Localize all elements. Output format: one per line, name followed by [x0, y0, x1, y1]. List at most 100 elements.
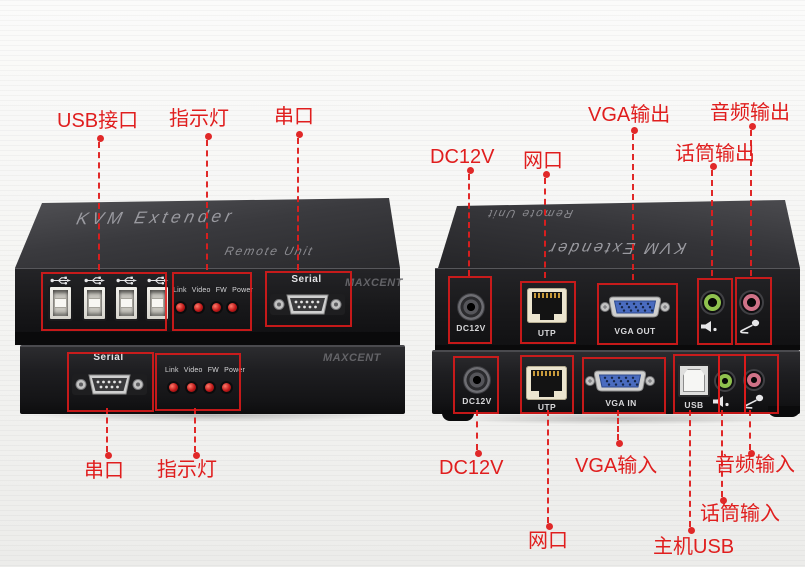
rj45-notch	[539, 390, 554, 397]
utp-port-label: UTP	[537, 402, 557, 412]
usb-port-tongue	[54, 298, 67, 308]
pointer-dot	[104, 452, 112, 459]
pointer-dot	[687, 527, 695, 534]
remote-unit-rear-view: Remote Unit KVM Extender DC12V UTP VGA O…	[435, 198, 800, 350]
pointer-dot	[542, 171, 550, 178]
label-lan-bottom: 网口	[528, 530, 568, 552]
vga-connector	[600, 293, 670, 326]
leader-audio-out	[748, 123, 756, 276]
pointer-dot	[709, 163, 717, 170]
leader-usb-ports	[96, 135, 104, 270]
pointer-dot	[295, 131, 303, 138]
leader-dc12v-bottom	[474, 410, 482, 457]
label-host-usb: 主机USB	[653, 536, 735, 558]
vga-out-port-label: VGA OUT	[614, 326, 656, 336]
rj45-port	[526, 366, 567, 400]
label-lan-top: 网口	[523, 150, 563, 172]
usb-port	[145, 285, 170, 321]
device-foot	[768, 406, 800, 417]
brand-logo: MAXCENT	[323, 352, 381, 364]
pointer-dot	[748, 123, 756, 130]
leader-indicators-top	[204, 133, 212, 270]
rj45-pins	[534, 293, 560, 298]
led-fw	[212, 303, 221, 312]
usb-port-tongue	[151, 298, 164, 308]
annotation-box-leds	[172, 272, 252, 331]
serial-db9-connector	[270, 287, 345, 326]
local-unit-rear-view: DC12V UTP VGA IN USB	[432, 350, 800, 421]
leader-serial-bottom	[104, 408, 112, 459]
annotation-box-serial	[265, 271, 352, 327]
device-top-panel: Remote Unit KVM Extender	[438, 200, 800, 268]
usb-port	[48, 285, 73, 321]
led-labels: Link Video FW Power	[165, 367, 245, 374]
usb-b-opening	[683, 369, 705, 392]
label-audio-out: 音频输出	[710, 102, 790, 124]
pointer-dot	[474, 450, 482, 457]
vga-connector	[585, 367, 655, 400]
microphone-icon	[737, 319, 761, 339]
led-fw	[205, 383, 214, 392]
pointer-dot	[204, 133, 212, 140]
leader-mic-out	[709, 163, 717, 276]
usb-icon	[84, 272, 106, 285]
utp-port-label: UTP	[537, 328, 557, 338]
serial-db9-connector	[72, 367, 147, 406]
microphone-jack-hole	[751, 377, 757, 383]
leader-lan-bottom	[545, 410, 553, 530]
microphone-jack	[745, 371, 763, 389]
usb-b-port	[678, 364, 710, 397]
label-audio-in: 音频输入	[715, 454, 795, 476]
usb-port-tongue	[120, 298, 133, 308]
annotation-box-dc	[453, 356, 499, 414]
label-serial-top: 串口	[274, 106, 314, 128]
label-indicators-bottom: 指示灯	[157, 459, 217, 481]
annotation-box-mic	[744, 354, 779, 414]
speaker-icon	[700, 320, 722, 338]
pointer-dot	[747, 450, 755, 457]
annotation-box-vga	[597, 283, 678, 345]
dc-port-label: DC12V	[456, 323, 486, 333]
dc-power-jack	[464, 367, 490, 393]
rj45-notch	[540, 313, 554, 320]
led-power	[228, 303, 237, 312]
annotation-box-usb	[41, 272, 167, 331]
annotation-box-dc	[448, 276, 492, 344]
speaker-jack-hole	[722, 378, 728, 384]
microphone-jack	[741, 292, 762, 313]
device-bottom-edge	[15, 332, 400, 345]
speaker-jack	[716, 372, 734, 390]
usb-port	[82, 285, 107, 321]
label-indicators-top: 指示灯	[169, 108, 229, 130]
led-power	[222, 383, 231, 392]
dc-power-jack	[458, 294, 484, 320]
device-unit-text-rotated: Remote Unit	[485, 207, 575, 219]
leader-indicators-bottom	[192, 408, 200, 459]
leader-mic-in	[719, 410, 727, 504]
annotation-box-vga	[582, 357, 666, 414]
annotation-box-speaker	[697, 278, 733, 345]
usb-port-label: USB	[684, 400, 704, 410]
pointer-dot	[192, 452, 200, 459]
label-dc12v-bottom: DC12V	[439, 457, 504, 479]
local-unit-front-view: Serial Link Video FW Power MAXCENT	[20, 345, 405, 414]
usb-icon	[116, 272, 138, 285]
annotation-box-usb	[673, 354, 720, 414]
device-foot	[442, 410, 474, 421]
speaker-jack	[702, 292, 723, 313]
leader-host-usb	[687, 410, 695, 534]
pointer-dot	[545, 523, 553, 530]
device-model-text-rotated: KVM Extender	[544, 239, 689, 256]
label-serial-bottom: 串口	[84, 460, 124, 482]
leader-vga-out	[630, 127, 638, 280]
device-shadow	[30, 409, 390, 422]
usb-port-tongue	[88, 298, 101, 308]
label-dc12v-top: DC12V	[430, 146, 495, 168]
label-vga-in: VGA输入	[575, 455, 658, 477]
label-mic-out: 话筒输出	[675, 143, 755, 165]
usb-icon	[50, 272, 72, 285]
annotation-box-mic	[735, 277, 772, 345]
annotation-box-speaker	[718, 354, 746, 414]
rj45-port	[527, 288, 567, 323]
